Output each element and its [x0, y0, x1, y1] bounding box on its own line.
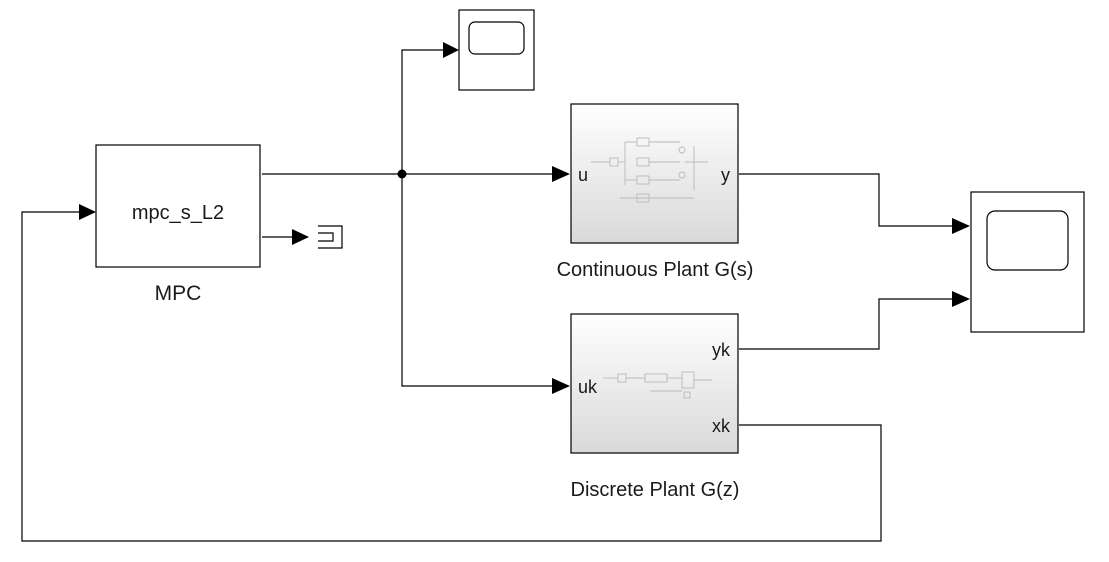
line-yk-to-scope[interactable]: [739, 298, 952, 350]
discrete-output-port-2: xk: [712, 416, 731, 436]
branch-point: [397, 169, 407, 179]
subsystem-preview-icon: [591, 137, 708, 203]
signal-lines: [21, 49, 952, 542]
arrowheads: [79, 42, 970, 394]
mpc-block-text: mpc_s_L2: [132, 202, 224, 224]
arrow-scope-in-1: [952, 218, 970, 234]
small-scope-block[interactable]: [458, 9, 535, 91]
arrow-scope-in-2: [952, 291, 970, 307]
arrow-discrete-in: [552, 378, 570, 394]
line-branch-to-small-scope[interactable]: [401, 49, 443, 174]
discrete-plant-caption: Discrete Plant G(z): [571, 479, 740, 501]
line-branch-to-discrete[interactable]: [401, 174, 552, 387]
continuous-input-port: u: [578, 165, 588, 185]
arrow-continuous-in: [552, 166, 570, 182]
continuous-plant-caption: Continuous Plant G(s): [557, 259, 754, 281]
arrow-mpc-in: [79, 204, 96, 220]
scope-icon: [986, 210, 1069, 271]
mpc-block[interactable]: mpc_s_L2: [95, 144, 261, 268]
subsystem-preview-icon: [603, 371, 712, 399]
line-xk-feedback[interactable]: [21, 211, 882, 542]
terminator-icon[interactable]: [318, 225, 343, 249]
mpc-caption: MPC: [155, 282, 202, 305]
continuous-plant-block[interactable]: u y: [570, 103, 739, 244]
arrow-terminator: [292, 229, 309, 245]
scope-icon: [468, 21, 525, 55]
arrow-small-scope: [443, 42, 459, 58]
large-scope-block[interactable]: [970, 191, 1085, 333]
discrete-plant-block[interactable]: uk yk xk: [570, 313, 739, 454]
continuous-output-port: y: [721, 165, 730, 185]
discrete-output-port-1: yk: [712, 340, 731, 360]
discrete-input-port: uk: [578, 377, 598, 397]
line-y-to-scope[interactable]: [739, 173, 952, 227]
